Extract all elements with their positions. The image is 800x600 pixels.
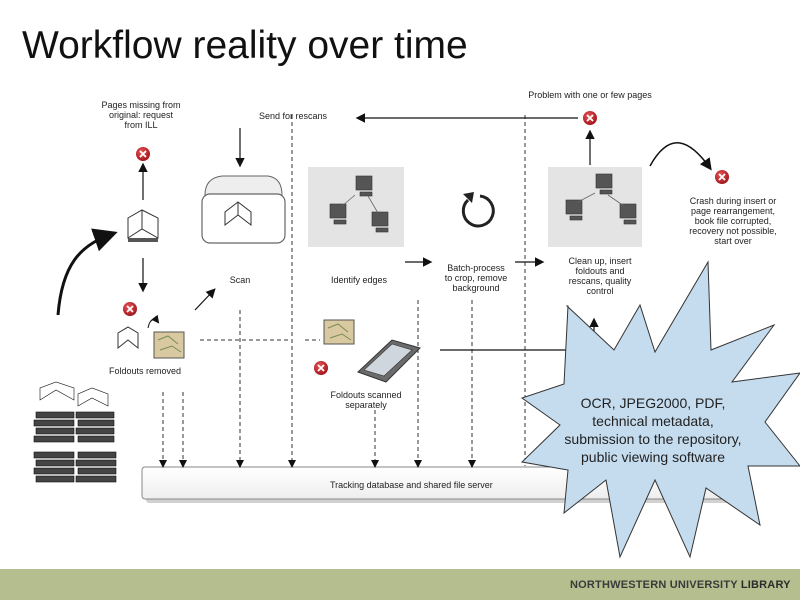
flow-arrows [138,113,599,351]
university-logo: NORTHWESTERN UNIVERSITY LIBRARY [570,579,791,591]
footer-bar [0,569,800,600]
label-foldouts-scanned: Foldouts scanned separately [330,390,402,410]
flatbed-scanner-icon [357,339,421,383]
computers-edges-icon [308,167,404,247]
book-stacks-icon [33,381,117,483]
label-identify-edges: Identify edges [330,275,388,285]
label-clean-up: Clean up, insert foldouts and rescans, q… [568,256,632,296]
starburst-callout [520,260,800,559]
map-icon-scanned [323,319,355,345]
computers-cleanup-icon [548,167,642,247]
label-pages-missing: Pages missing from original: request fro… [101,100,181,130]
label-tracking-database: Tracking database and shared file server [330,480,493,490]
dashed-connectors [159,115,526,468]
scanner-icon [201,175,286,244]
map-icon-foldout [153,331,185,359]
logo-main-text: NORTHWESTERN UNIVERSITY [570,579,738,591]
cycle-icon [461,192,495,228]
label-batch-process: Batch-process to crop, remove background [444,263,508,293]
label-scan: Scan [229,275,251,285]
label-foldouts-removed: Foldouts removed [108,366,182,376]
label-crash: Crash during insert or page rearrangemen… [689,196,777,246]
starburst-text: OCR, JPEG2000, PDF, technical metadata, … [564,395,742,465]
label-send-rescans: Send for rescans [258,111,328,121]
error-icons [123,111,729,375]
book-icon-foldout [117,326,139,350]
book-icon-top [127,209,159,242]
page-title: Workflow reality over time [22,24,468,67]
label-problem-pages: Problem with one or few pages [528,90,652,100]
logo-bold-text: LIBRARY [740,579,791,591]
